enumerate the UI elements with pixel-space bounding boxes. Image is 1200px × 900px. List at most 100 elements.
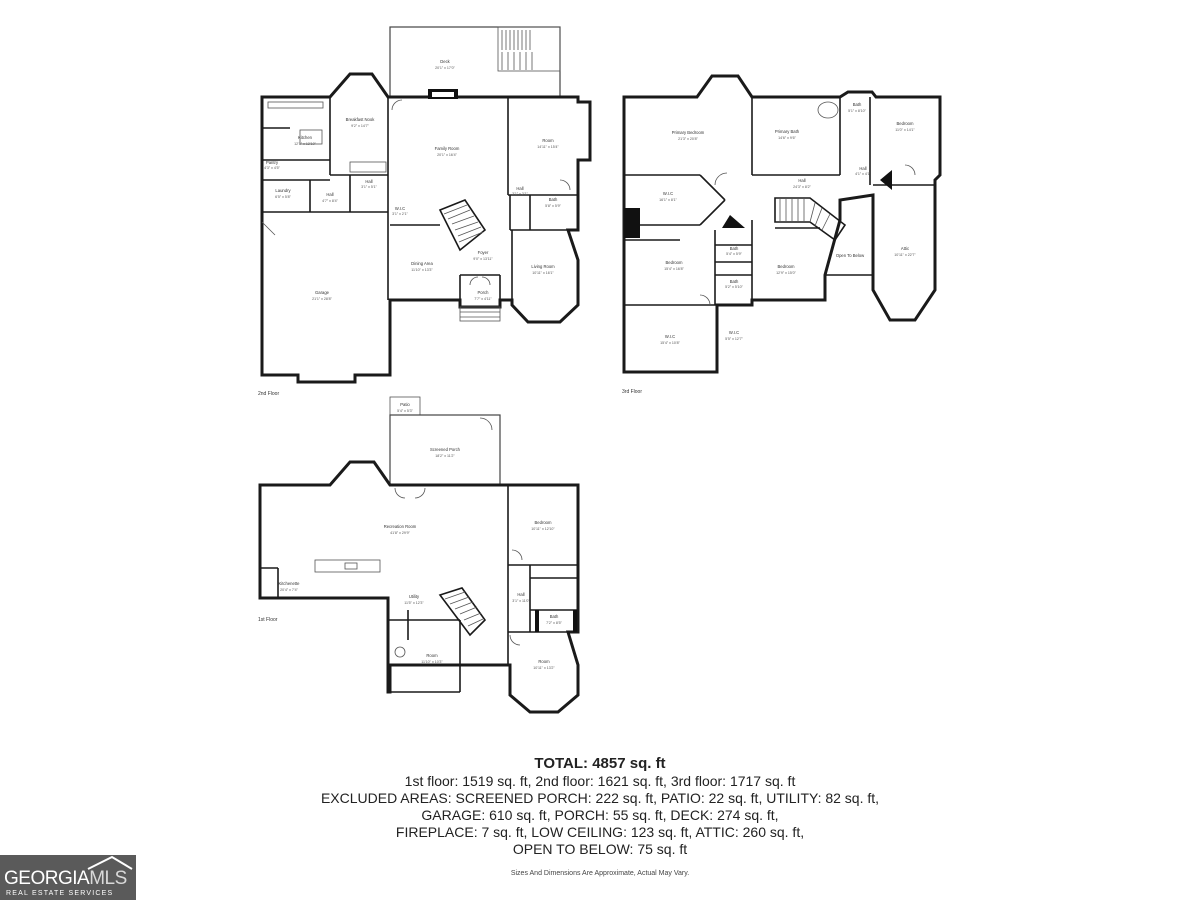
hall-2f-b-name: Hall	[365, 179, 372, 184]
excluded-areas-line-4: OPEN TO BELOW: 75 sq. ft	[512, 841, 688, 857]
bath-3f-c-dim: 5'2" x 5'10"	[725, 285, 743, 289]
room-2f-dim: 14'11" x 15'4"	[537, 145, 559, 149]
door-swing	[511, 549, 523, 561]
primary-bedroom-name: Primary Bedroom	[672, 130, 705, 135]
hall-3f-name: Hall	[798, 178, 805, 183]
door-swing	[394, 487, 406, 499]
open-to-below-name: Open To Below	[836, 253, 865, 258]
first-floor-plan: Patio 5'4" x 5'3" Screened Porch 18'2" x…	[258, 396, 580, 714]
family-room-name: Family Room	[435, 146, 460, 151]
bath-3f-dim: 5'1" x 8'10"	[848, 109, 866, 113]
house-roof-icon	[87, 855, 133, 870]
bath-3f-b-name: Bath	[730, 246, 739, 251]
bedroom-1f-dim: 10'11" x 12'10"	[531, 527, 555, 531]
third-floor-plan: Primary Bedroom 21'3" x 20'8" Primary Ba…	[622, 74, 942, 395]
bath-2f-dim: 5'8" x 5'9"	[545, 204, 561, 208]
excluded-areas-line-3: FIREPLACE: 7 sq. ft, LOW CEILING: 123 sq…	[395, 824, 805, 840]
bath-1f-wall-mark-2	[573, 610, 577, 632]
deck-stairs	[497, 26, 561, 72]
screened-porch-name: Screened Porch	[430, 447, 461, 452]
garage-door-swing	[261, 221, 276, 236]
hall-2f-c-dim: 3'1" x 3'1"	[512, 192, 528, 196]
bedroom-3f-c-dim: 12'9" x 15'0"	[776, 271, 796, 275]
breakfast-nook-name: Breakfast Nook	[346, 117, 376, 122]
hall-3f-b-dim: 4'1" x 4'1"	[855, 172, 871, 176]
hall-2f-c-name: Hall	[516, 186, 523, 191]
porch-dim: 7'7" x 4'11"	[474, 297, 492, 301]
primary-bedroom-dim: 21'3" x 20'8"	[678, 137, 698, 141]
first-floor-interior-walls	[260, 485, 578, 693]
total-area: TOTAL: 4857 sq. ft	[534, 755, 666, 772]
primary-bath-name: Primary Bath	[775, 129, 800, 134]
excluded-areas-line-2: GARAGE: 610 sq. ft, PORCH: 55 sq. ft, DE…	[421, 807, 779, 823]
room-1f-b-dim: 10'11" x 13'2"	[533, 666, 555, 670]
door-swing	[904, 164, 916, 176]
third-floor-solid-corner-2	[880, 170, 892, 190]
excluded-areas-line-1: EXCLUDED AREAS: SCREENED PORCH: 222 sq. …	[320, 790, 880, 806]
primary-bathtub	[817, 101, 839, 119]
attic-name: Attic	[901, 246, 909, 251]
door-swing	[509, 634, 521, 646]
wic-3f-c-name: W.I.C	[729, 330, 739, 335]
bath-1f-name: Bath	[550, 614, 559, 619]
georgia-mls-logo: GEORGIAMLS REAL ESTATE SERVICES	[0, 855, 136, 900]
utility-dim: 11'5" x 12'3"	[404, 601, 424, 605]
laundry-dim: 6'5" x 5'8"	[275, 195, 291, 199]
kitchenette-counter	[314, 559, 381, 573]
bath-3f-c-name: Bath	[730, 279, 739, 284]
third-floor-solid-corner	[722, 215, 745, 228]
kitchen-dim: 12'1" x 12'10"	[294, 142, 316, 146]
foyer-dim: 9'0" x 13'11"	[473, 257, 493, 261]
second-floor-interior-walls	[262, 97, 578, 307]
attic-dim: 10'11" x 22'7"	[894, 253, 916, 257]
door-swing	[699, 294, 711, 306]
door-swing	[414, 487, 426, 499]
wic-2f-name: W.I.C	[395, 206, 405, 211]
wic-2f-dim: 3'1" x 2'1"	[392, 212, 408, 216]
hall-1f-name: Hall	[517, 592, 524, 597]
bedroom-3f-b-dim: 15'4" x 16'8"	[664, 267, 684, 271]
third-floor-solid-block	[624, 208, 640, 238]
third-floor-interior-walls	[624, 97, 935, 306]
bath-2f-name: Bath	[549, 197, 558, 202]
second-floor-outer-wall	[260, 72, 592, 384]
patio-name: Patio	[400, 402, 410, 407]
second-floor-label: 2nd Floor	[258, 391, 279, 397]
porch-name: Porch	[478, 290, 490, 295]
bedroom-1f-name: Bedroom	[535, 520, 553, 525]
wic-3f-a-name: W.I.C	[663, 191, 673, 196]
door-swing	[559, 179, 571, 191]
room-1f-b-name: Room	[538, 659, 550, 664]
logo-mls-text: MLS	[89, 868, 127, 889]
hall-1f-dim: 3'1" x 11'0"	[512, 599, 530, 603]
logo-subtitle: REAL ESTATE SERVICES	[6, 890, 114, 897]
floor-areas-line: 1st floor: 1519 sq. ft, 2nd floor: 1621 …	[404, 773, 796, 789]
bath-3f-b-dim: 5'4" x 5'9"	[726, 252, 742, 256]
room-1f-a-name: Room	[426, 653, 438, 658]
room-1f-a-dim: 11'10" x 10'3"	[421, 660, 443, 664]
logo-georgia-text: GEORGIA	[4, 868, 90, 889]
hall-3f-dim: 24'3" x 8'2"	[793, 185, 811, 189]
living-room-dim: 10'11" x 16'1"	[532, 271, 554, 275]
utility-water-heater	[394, 646, 406, 658]
primary-bath-dim: 14'6" x 9'6"	[778, 136, 796, 140]
dining-area-dim: 11'10" x 13'3"	[411, 268, 433, 272]
kitchen-peninsula	[349, 161, 387, 173]
third-floor-outer-wall	[622, 74, 942, 374]
disclaimer: Sizes And Dimensions Are Approximate, Ac…	[510, 870, 690, 877]
dining-area-name: Dining Area	[411, 261, 433, 266]
hall-2f-b-dim: 3'1" x 5'1"	[361, 185, 377, 189]
bedroom-3f-c-name: Bedroom	[778, 264, 796, 269]
bedroom-3f-b-name: Bedroom	[666, 260, 684, 265]
door-swing	[714, 172, 728, 186]
kitchenette-sink	[344, 562, 358, 570]
foyer-name: Foyer	[478, 250, 489, 255]
recreation-room-dim: 41'8" x 29'9"	[390, 531, 410, 535]
hall-3f-b-name: Hall	[859, 166, 866, 171]
family-room-dim: 20'1" x 16'4"	[437, 153, 457, 157]
bedroom-3f-a-name: Bedroom	[897, 121, 915, 126]
bedroom-3f-a-dim: 11'0" x 14'1"	[895, 128, 915, 132]
utility-name: Utility	[409, 594, 420, 599]
bath-1f-wall-mark	[535, 610, 539, 632]
garage-name: Garage	[315, 290, 330, 295]
